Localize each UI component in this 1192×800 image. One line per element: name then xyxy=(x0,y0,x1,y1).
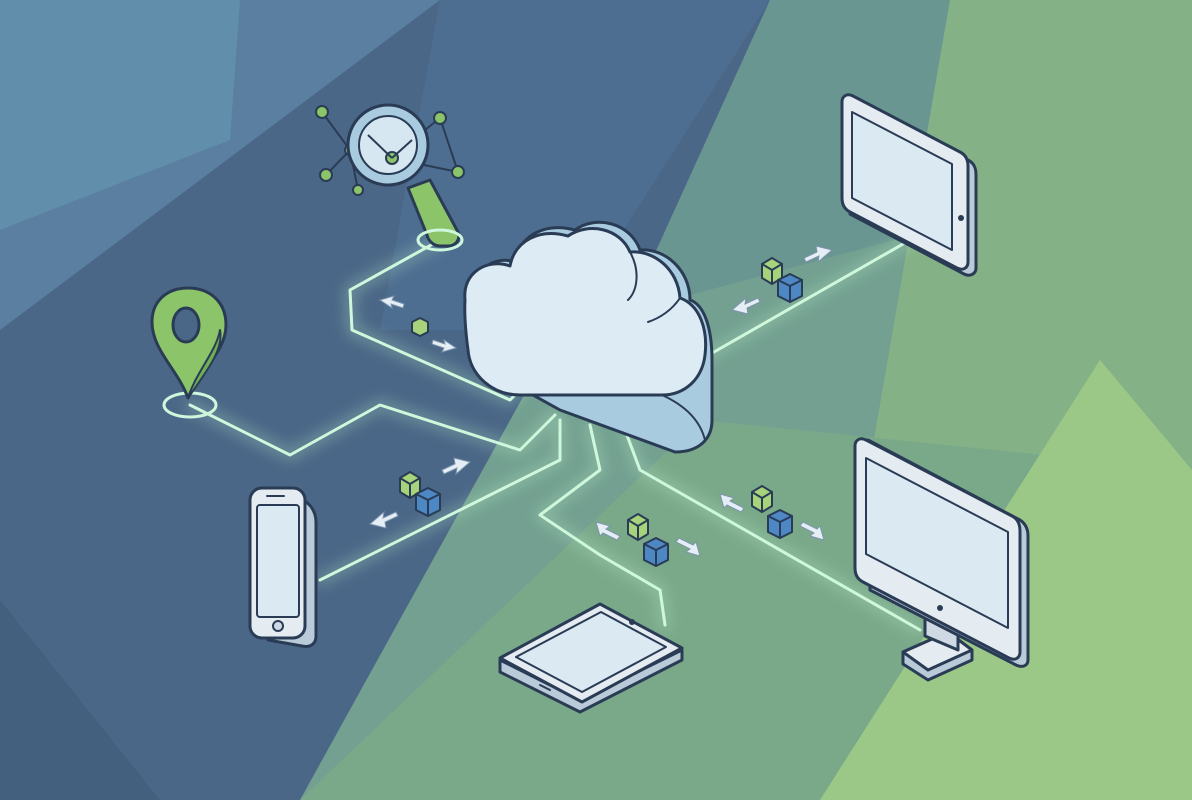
data-package-icon xyxy=(761,257,803,303)
bidirectional-arrow-icon xyxy=(719,493,825,541)
data-transfer-markers xyxy=(368,245,834,567)
tablet-standing-icon xyxy=(840,93,978,277)
connection-lines xyxy=(185,235,925,635)
magnifier-network-icon xyxy=(315,103,465,252)
bidirectional-arrow-icon xyxy=(368,457,472,529)
location-pin-icon xyxy=(150,286,228,419)
bidirectional-arrow-icon xyxy=(378,295,458,353)
smartphone-icon xyxy=(248,486,318,648)
data-package-icon xyxy=(411,317,429,337)
bidirectional-arrow-icon xyxy=(595,521,701,557)
data-package-icon xyxy=(627,513,669,567)
tablet-flat-icon xyxy=(498,602,684,714)
desktop-monitor-icon xyxy=(853,437,1030,682)
cloud-icon xyxy=(463,220,714,454)
data-package-icon xyxy=(399,471,441,517)
bidirectional-arrow-icon xyxy=(730,245,834,315)
data-package-icon xyxy=(751,485,793,539)
